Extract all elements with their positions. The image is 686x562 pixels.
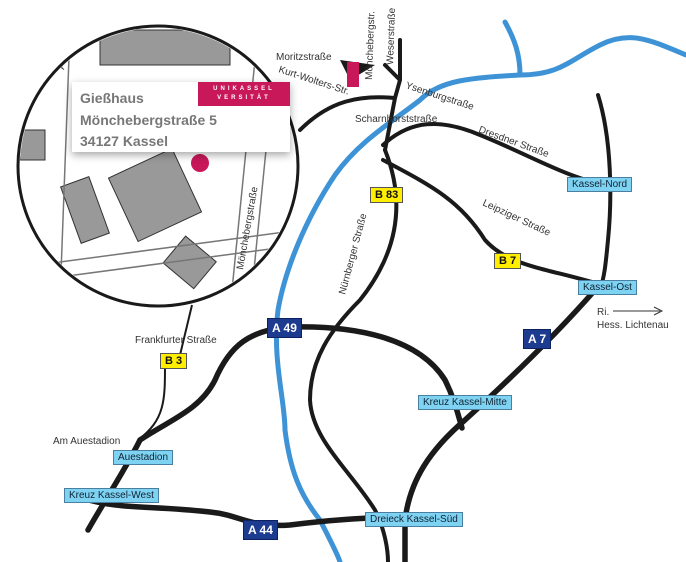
badge-a44: A 44 [243, 520, 278, 540]
river-fulda [273, 35, 686, 562]
street-label: Am Auestadion [53, 436, 120, 447]
exit-auestadion: Auestadion [113, 450, 174, 465]
arrow-right-icon [613, 306, 664, 316]
badge-b7: B 7 [494, 253, 522, 269]
direction-label: Ri. [597, 307, 609, 318]
venue-street: Mönchebergstraße 5 [80, 112, 217, 128]
exit-kassel-ost: Kassel-Ost [578, 280, 637, 295]
street-label: Nürnberger Straße [337, 212, 369, 296]
road-nuernberger [308, 148, 399, 562]
street-label: Mönchebergstr. [364, 11, 377, 80]
street-label: Moritzstraße [276, 52, 332, 63]
badge-b83: B 83 [370, 187, 404, 203]
street-label: Dresdner Straße [477, 124, 551, 160]
inset-map: Mönchebergstraße Am [20, 29, 296, 304]
street-label: Scharnhorststraße [355, 114, 438, 125]
badge-b3: B 3 [160, 353, 188, 369]
venue-city: 34127 Kassel [80, 133, 168, 149]
exit-kreuz-kassel-west: Kreuz Kassel-West [64, 488, 159, 503]
street-label: Leipziger Straße [481, 198, 553, 239]
exit-kreuz-kassel-mitte: Kreuz Kassel-Mitte [418, 395, 512, 410]
road-leipziger [381, 158, 614, 290]
exit-kassel-nord: Kassel-Nord [567, 177, 633, 192]
road-a44 [79, 495, 403, 529]
location-pin-icon [191, 154, 209, 172]
badge-a7: A 7 [523, 329, 552, 349]
venue-name: Gießhaus [80, 90, 144, 106]
badge-a49: A 49 [267, 318, 302, 338]
road-scharnhorst [298, 38, 402, 152]
direction-label: Hess. Lichtenau [597, 320, 669, 331]
road-kassel-nord [596, 93, 613, 292]
river-branch [502, 19, 523, 78]
exit-dreieck-kassel-sued: Dreieck Kassel-Süd [365, 512, 463, 527]
street-label: Weserstraße [385, 7, 398, 65]
location-marker [347, 62, 359, 87]
road-west [85, 437, 143, 533]
road-b3 [137, 304, 193, 441]
road-dresdner [381, 121, 614, 188]
road-a7 [402, 287, 598, 562]
street-label: Frankfurter Straße [135, 335, 217, 346]
